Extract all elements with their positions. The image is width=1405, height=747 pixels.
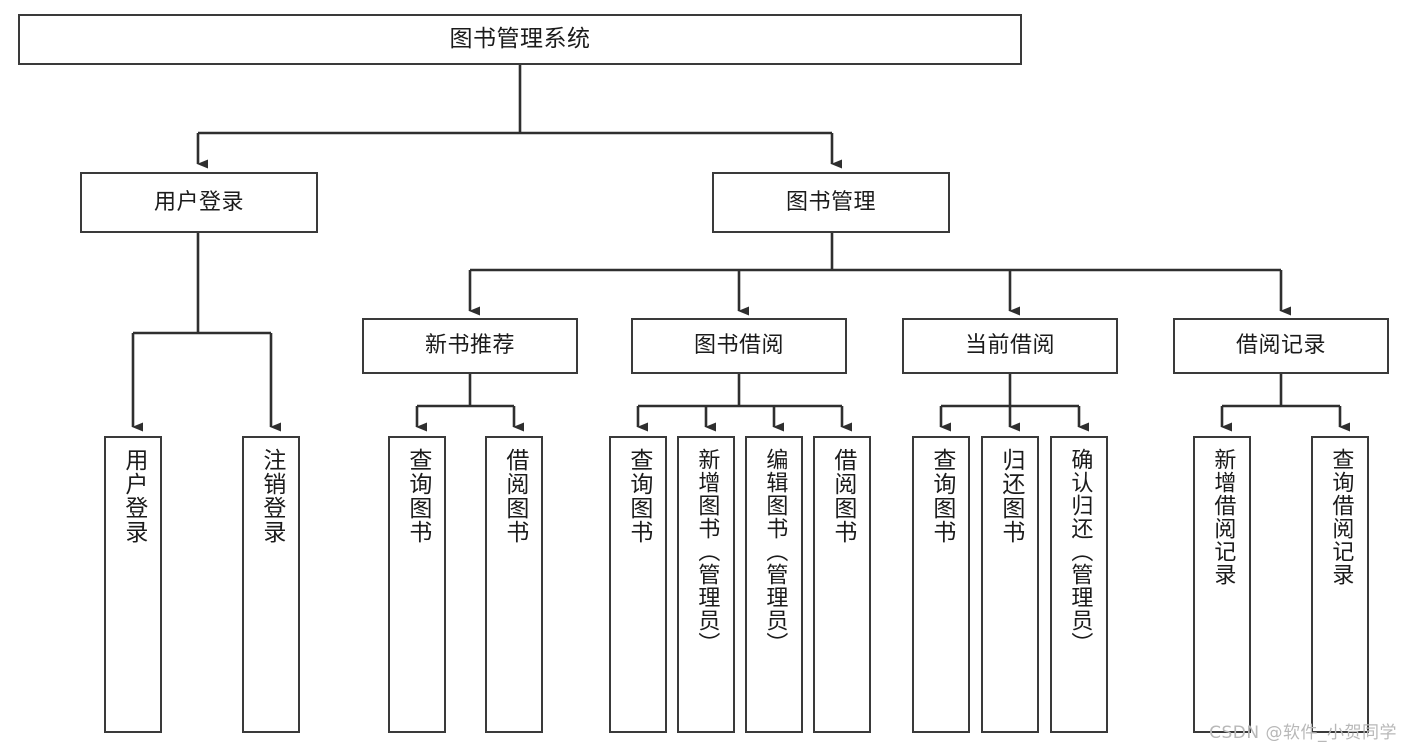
node-book-borrow[interactable]: 图书借阅	[631, 318, 847, 374]
node-borrow-record[interactable]: 借阅记录	[1173, 318, 1389, 374]
leaf-nb-borrow-book-label: 借阅图书	[501, 448, 528, 544]
leaf-logout[interactable]: 注销登录	[242, 436, 300, 733]
leaf-logout-label: 注销登录	[258, 448, 285, 544]
node-user-login-label: 用户登录	[153, 189, 244, 215]
leaf-bb-edit-book-admin-label: 编辑图书（管理员）	[762, 448, 788, 655]
leaf-bb-edit-book-admin[interactable]: 编辑图书（管理员）	[745, 436, 803, 733]
leaf-br-query-record[interactable]: 查询借阅记录	[1311, 436, 1369, 733]
node-book-management[interactable]: 图书管理	[712, 172, 950, 233]
node-root-system-label: 图书管理系统	[449, 25, 591, 52]
node-user-login[interactable]: 用户登录	[80, 172, 318, 233]
leaf-cb-query-book-label: 查询图书	[928, 448, 955, 544]
leaf-bb-add-book-admin[interactable]: 新增图书（管理员）	[677, 436, 735, 733]
node-borrow-record-label: 借阅记录	[1235, 333, 1326, 359]
leaf-nb-query-book[interactable]: 查询图书	[388, 436, 446, 733]
leaf-bb-borrow-book-label: 借阅图书	[829, 448, 856, 544]
leaf-cb-return-book-label: 归还图书	[997, 448, 1024, 544]
leaf-nb-borrow-book[interactable]: 借阅图书	[485, 436, 543, 733]
node-book-borrow-label: 图书借阅	[693, 333, 784, 359]
node-new-book-recommend[interactable]: 新书推荐	[362, 318, 578, 374]
leaf-br-add-record[interactable]: 新增借阅记录	[1193, 436, 1251, 733]
leaf-cb-return-book[interactable]: 归还图书	[981, 436, 1039, 733]
leaf-cb-confirm-return-admin-label: 确认归还（管理员）	[1067, 448, 1093, 655]
leaf-nb-query-book-label: 查询图书	[404, 448, 431, 544]
node-new-book-recommend-label: 新书推荐	[424, 333, 515, 359]
csdn-watermark: CSDN @软件_小贺同学	[1209, 723, 1397, 743]
leaf-br-add-record-label: 新增借阅记录	[1210, 448, 1236, 586]
leaf-cb-confirm-return-admin[interactable]: 确认归还（管理员）	[1050, 436, 1108, 733]
leaf-bb-borrow-book[interactable]: 借阅图书	[813, 436, 871, 733]
leaf-bb-add-book-admin-label: 新增图书（管理员）	[694, 448, 720, 655]
leaf-bb-query-book[interactable]: 查询图书	[609, 436, 667, 733]
node-current-borrow[interactable]: 当前借阅	[902, 318, 1118, 374]
leaf-br-query-record-label: 查询借阅记录	[1328, 448, 1354, 586]
node-current-borrow-label: 当前借阅	[964, 333, 1055, 359]
leaf-cb-query-book[interactable]: 查询图书	[912, 436, 970, 733]
leaf-user-login[interactable]: 用户登录	[104, 436, 162, 733]
node-book-management-label: 图书管理	[785, 189, 876, 215]
leaf-user-login-label: 用户登录	[120, 448, 147, 544]
node-root-system[interactable]: 图书管理系统	[18, 14, 1022, 65]
leaf-bb-query-book-label: 查询图书	[625, 448, 652, 544]
